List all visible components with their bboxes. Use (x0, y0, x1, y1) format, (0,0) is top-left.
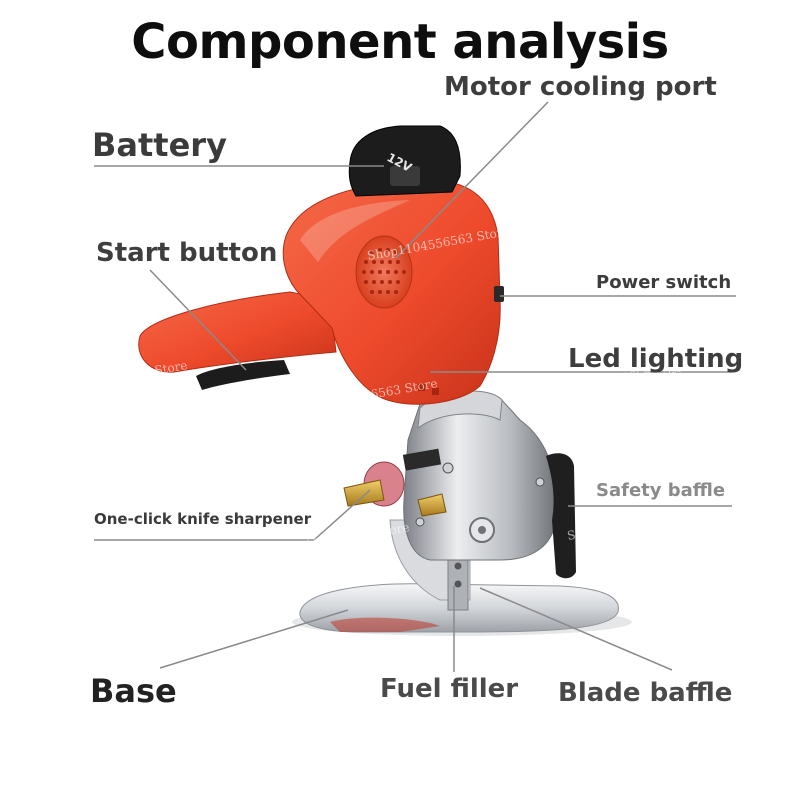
label-safety-baffle: Safety baffle (596, 480, 726, 501)
sharpener-arm (402, 448, 442, 471)
leader-start (149, 269, 247, 371)
power-switch-part (494, 286, 504, 302)
safety-baffle-part (546, 453, 576, 579)
label-fuel-filler: Fuel filler (380, 674, 519, 704)
leader-motor-cooling (395, 101, 549, 259)
watermark-9: Shop1104556563 Store (566, 504, 710, 543)
battery-latch (390, 166, 420, 186)
leader-lines (94, 101, 736, 672)
page-title: Component analysis (131, 14, 669, 70)
base-reflection (330, 617, 440, 632)
start-button-part (196, 360, 290, 390)
brass-fitting-right (417, 493, 447, 517)
label-led-lighting: Led lighting (568, 344, 744, 374)
grill-holes (362, 248, 406, 294)
cooling-grill (355, 235, 413, 309)
label-knife-sharpener: One-click knife sharpener (94, 510, 312, 528)
label-start-button: Start button (96, 238, 278, 268)
leader-base (159, 609, 349, 669)
battery-part (348, 125, 461, 197)
label-base: Base (90, 672, 177, 710)
leader-sharpener-diag (313, 489, 371, 541)
label-motor-cooling-port: Motor cooling port (444, 72, 717, 102)
leader-blade (479, 587, 673, 671)
body-highlight (300, 200, 410, 262)
watermark-3: Shop1104556563 Store (44, 358, 188, 397)
label-battery: Battery (92, 126, 227, 164)
label-power-switch: Power switch (596, 272, 732, 293)
brass-fitting-left (343, 479, 385, 507)
label-blade-baffle: Blade baffle (558, 678, 733, 708)
handle (138, 291, 337, 373)
